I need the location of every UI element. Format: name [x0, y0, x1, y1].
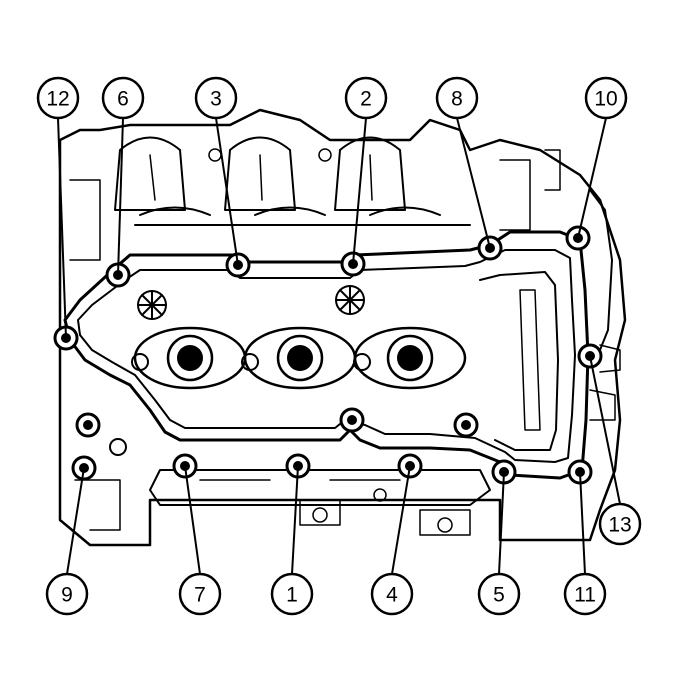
- callout-label: 3: [210, 88, 222, 111]
- leader-line-6: [117, 117, 124, 276]
- callout-label: 6: [117, 88, 129, 111]
- callout-label: 8: [451, 88, 463, 111]
- bolt-unlabeled: [339, 407, 365, 433]
- leader-line-4: [391, 465, 411, 575]
- leader-line-13: [589, 355, 621, 505]
- callout-label: 13: [608, 514, 631, 537]
- callout-5: 5: [477, 572, 521, 616]
- callout-8: 8: [435, 76, 479, 120]
- callout-6: 6: [101, 76, 145, 120]
- bolt-markers: [53, 225, 603, 485]
- callout-label: 7: [194, 584, 206, 607]
- leader-line-9: [66, 467, 85, 575]
- callout-10: 10: [584, 76, 628, 120]
- leader-line-10: [577, 117, 607, 239]
- engine-line-art: [58, 108, 627, 547]
- leader-line-2: [352, 117, 367, 265]
- callouts: 1 2 3 4 5 6 7 8: [36, 76, 642, 616]
- bolt-unlabeled: [75, 412, 101, 438]
- callout-label: 1: [286, 584, 298, 607]
- callout-label: 9: [61, 584, 73, 607]
- callout-label: 2: [360, 88, 372, 111]
- callout-2: 2: [344, 76, 388, 120]
- leader-line-5: [498, 471, 505, 575]
- callout-13: 13: [598, 502, 642, 546]
- callout-label: 4: [386, 584, 398, 607]
- callout-1: 1: [270, 572, 314, 616]
- callout-3: 3: [194, 76, 238, 120]
- callout-9: 9: [45, 572, 89, 616]
- leader-line-12: [57, 117, 67, 339]
- callout-7: 7: [178, 572, 222, 616]
- leader-lines: [57, 117, 621, 575]
- leader-line-1: [291, 465, 299, 575]
- leader-line-3: [215, 117, 239, 266]
- coil-bosses: [133, 326, 467, 390]
- bolt-7: [172, 453, 198, 479]
- bolt-unlabeled: [453, 412, 479, 438]
- callout-label: 12: [46, 88, 69, 111]
- leader-line-11: [579, 471, 586, 575]
- callout-11: 11: [563, 572, 607, 616]
- leader-line-7: [184, 465, 201, 575]
- callout-4: 4: [370, 572, 414, 616]
- callout-label: 5: [493, 584, 505, 607]
- callout-label: 11: [574, 584, 596, 607]
- callout-label: 10: [594, 88, 617, 111]
- leader-line-8: [456, 117, 491, 249]
- callout-12: 12: [36, 76, 80, 120]
